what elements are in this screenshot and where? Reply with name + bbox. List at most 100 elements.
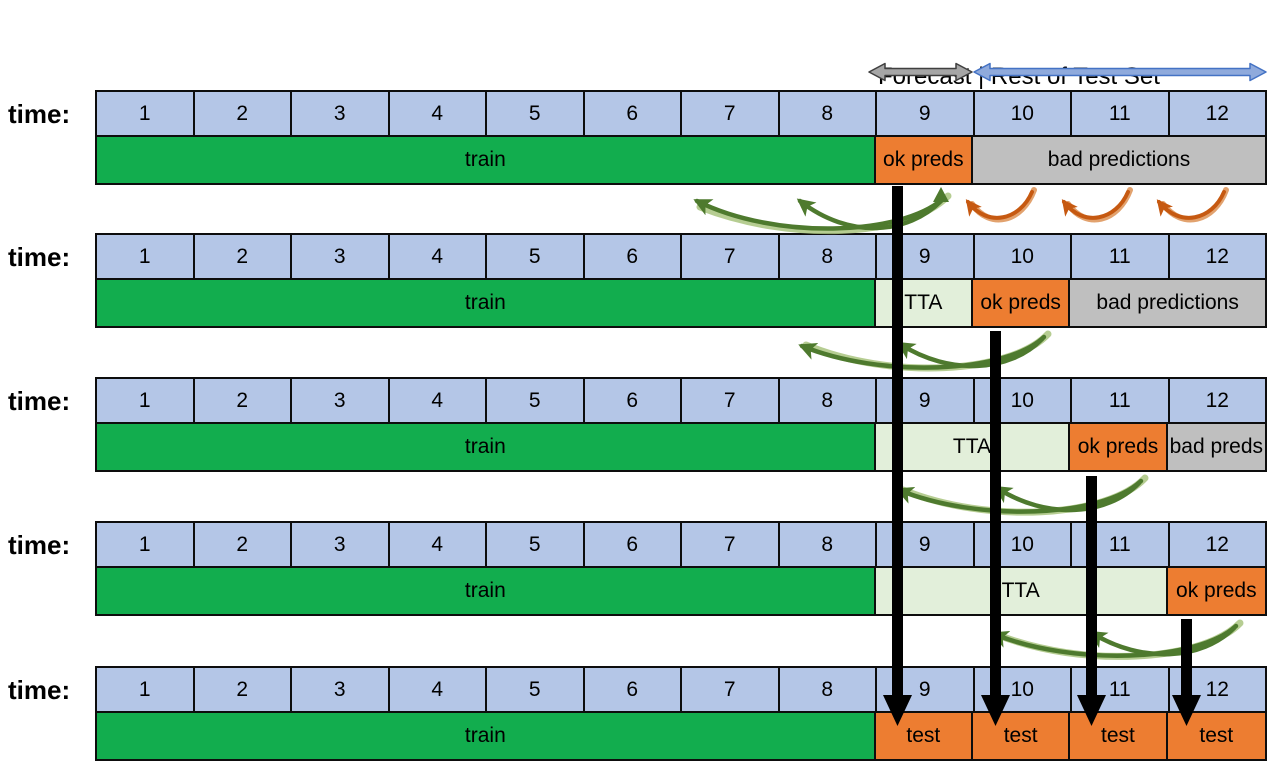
segment-bad-preds: bad preds <box>1167 424 1265 470</box>
time-cell-8: 8 <box>780 523 877 566</box>
segment-train: train <box>97 713 876 759</box>
segment-bad-predictions: bad predictions <box>1070 280 1265 326</box>
segment-bad-predictions: bad predictions <box>972 137 1265 183</box>
segment-ok-preds: ok preds <box>1070 424 1168 470</box>
time-cell-8: 8 <box>780 668 877 711</box>
time-cell-4: 4 <box>390 668 487 711</box>
segment-TTA: TTA <box>875 568 1168 614</box>
time-cell-5: 5 <box>487 235 585 278</box>
time-cell-2: 2 <box>195 235 292 278</box>
green-feedback-underlay-2 <box>802 330 1052 372</box>
green-feedback-arrow-2a <box>798 334 1047 370</box>
time-cell-2: 2 <box>195 668 292 711</box>
time-cell-9: 9 <box>877 523 975 566</box>
segment-train: train <box>97 280 876 326</box>
segment-test: test <box>1167 713 1265 759</box>
time-cell-9: 9 <box>877 235 975 278</box>
time-cell-2: 2 <box>195 92 292 135</box>
time-cell-11: 11 <box>1072 668 1170 711</box>
time-cell-5: 5 <box>487 668 585 711</box>
time-cell-12: 12 <box>1205 677 1229 701</box>
time-cell-2: 2 <box>195 379 292 422</box>
time-cell-7: 7 <box>682 235 780 278</box>
time-cell-7: 7 <box>682 379 780 422</box>
time-cell-3: 3 <box>292 523 390 566</box>
time-cell-8: 8 <box>780 379 877 422</box>
time-cell-6: 6 <box>585 523 682 566</box>
time-label: time: <box>8 530 71 560</box>
time-label: time: <box>8 99 71 129</box>
green-feedback-arrow-4a <box>990 623 1239 658</box>
time-cell-4: 4 <box>390 92 487 135</box>
segment-TTA: TTA <box>875 424 1071 470</box>
time-cell-9: 9 <box>877 668 975 711</box>
time-label: time: <box>8 242 71 272</box>
segment-test: test <box>1070 713 1168 759</box>
time-cell-8: 8 <box>780 92 877 135</box>
time-cell-5: 5 <box>487 92 585 135</box>
time-cell-12: 12 <box>1205 532 1229 556</box>
time-cell-1: 1 <box>97 668 195 711</box>
time-cell-3: 3 <box>292 379 390 422</box>
orange-feedback-arrow-3 <box>1156 190 1226 220</box>
time-cell-6: 6 <box>585 92 682 135</box>
time-cell-5: 5 <box>487 523 585 566</box>
orange-feedback-underlay-3 <box>1160 187 1229 223</box>
green-feedback-arrow-3b <box>993 480 1142 513</box>
time-cell-10: 10 <box>975 92 1072 135</box>
green-feedback-arrow-2b <box>896 336 1045 369</box>
time-label: time: <box>8 386 71 416</box>
time-cell-10: 10 <box>975 668 1072 711</box>
time-cell-1: 1 <box>97 523 195 566</box>
segment-ok-preds: ok preds <box>972 280 1071 326</box>
time-cell-10: 10 <box>975 379 1072 422</box>
time-cell-7: 7 <box>682 523 780 566</box>
time-cell-10: 10 <box>975 235 1072 278</box>
time-cell-6: 6 <box>585 235 682 278</box>
time-cell-12: 12 <box>1205 101 1229 125</box>
time-cell-11: 11 <box>1072 523 1170 566</box>
green-feedback-arrow-3a <box>895 478 1144 514</box>
time-cell-9: 9 <box>877 92 975 135</box>
segment-ok-preds: ok preds <box>875 137 973 183</box>
segment-test: test <box>875 713 973 759</box>
time-cell-11: 11 <box>1072 235 1170 278</box>
time-cell-3: 3 <box>292 92 390 135</box>
time-cell-4: 4 <box>390 523 487 566</box>
time-cell-5: 5 <box>487 379 585 422</box>
segment-train: train <box>97 424 876 470</box>
segment-train: train <box>97 568 876 614</box>
green-feedback-underlay-3 <box>899 474 1149 516</box>
time-cell-6: 6 <box>585 668 682 711</box>
time-cell-1: 1 <box>97 379 195 422</box>
time-cell-8: 8 <box>780 235 877 278</box>
time-cell-4: 4 <box>390 379 487 422</box>
time-cell-11: 11 <box>1072 379 1170 422</box>
time-cell-9: 9 <box>877 379 975 422</box>
time-cell-3: 3 <box>292 668 390 711</box>
segment-TTA: TTA <box>875 280 973 326</box>
time-cell-1: 1 <box>97 92 195 135</box>
time-cell-2: 2 <box>195 523 292 566</box>
time-cell-6: 6 <box>585 379 682 422</box>
time-cell-7: 7 <box>682 92 780 135</box>
segment-train: train <box>97 137 876 183</box>
green-feedback-underlay-4 <box>994 619 1244 660</box>
green-feedback-arrow-4b <box>1088 625 1237 657</box>
time-cell-3: 3 <box>292 235 390 278</box>
time-cell-11: 11 <box>1072 92 1170 135</box>
forecast-label-line1: Forecast | Rest of Test Set <box>878 63 1160 90</box>
